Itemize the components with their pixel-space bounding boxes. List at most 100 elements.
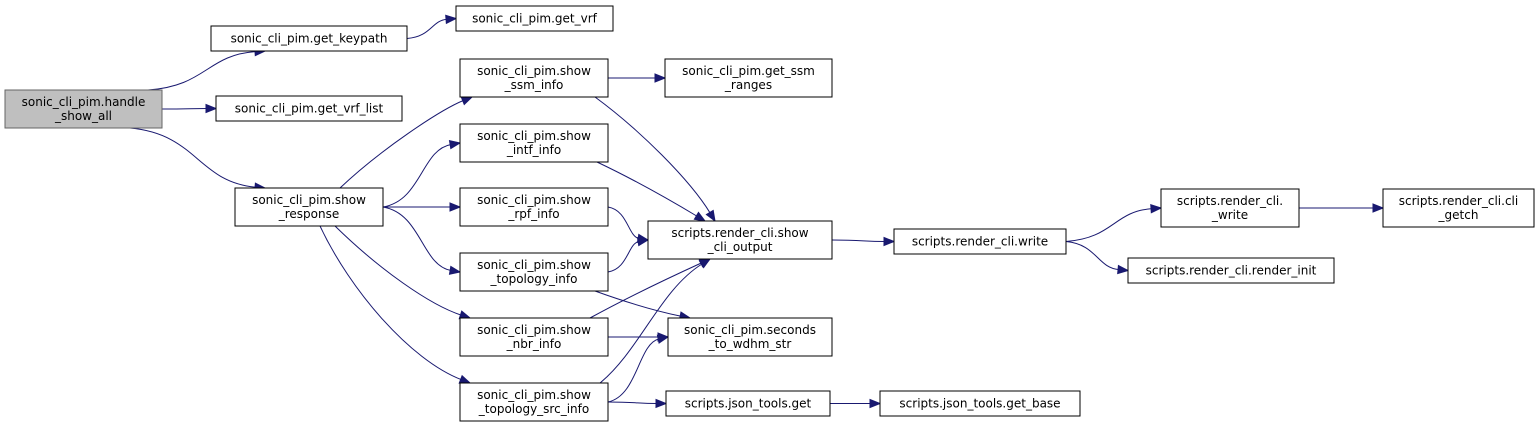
node-box xyxy=(459,187,609,227)
arrowhead-show_response-to-show_intf_info xyxy=(448,140,462,150)
node-label: sonic_cli_pim.get_vrf_list xyxy=(235,102,384,116)
node-render_init[interactable]: scripts.render_cli.render_init xyxy=(1127,257,1335,284)
node-label: _ssm_info xyxy=(504,78,564,92)
edge-show_response-to-show_topology_src_info xyxy=(319,225,462,381)
arrowhead-show_cli_output-to-render_write xyxy=(883,236,896,247)
arrowhead-show_ssm_info-to-show_cli_output xyxy=(705,209,716,223)
node-box xyxy=(459,382,609,422)
edge-show_response-to-show_nbr_info xyxy=(334,225,462,316)
node-label: scripts.render_cli.show xyxy=(671,226,808,240)
node-json_get_base[interactable]: scripts.json_tools.get_base xyxy=(879,390,1081,417)
node-box xyxy=(459,123,609,163)
node-label: _rpf_info xyxy=(507,207,559,221)
edge-show_topology_src_info-to-json_get xyxy=(607,401,658,404)
arrowhead-show_topology_src_info-to-show_cli_output xyxy=(698,258,712,269)
node-get_ssm_ranges[interactable]: sonic_cli_pim.get_ssm_ranges xyxy=(664,58,833,98)
node-box xyxy=(1160,188,1300,228)
node-show_topology_src_info[interactable]: sonic_cli_pim.show_topology_src_info xyxy=(459,382,609,422)
node-box xyxy=(459,58,609,98)
edge-show_intf_info-to-show_cli_output xyxy=(596,161,698,217)
node-box xyxy=(647,220,833,260)
node-label: sonic_cli_pim.seconds xyxy=(684,323,816,337)
edge-show_response-to-show_ssm_info xyxy=(339,99,464,189)
node-show_ssm_info[interactable]: sonic_cli_pim.show_ssm_info xyxy=(459,58,609,98)
arrowhead-json_get-to-json_get_base xyxy=(869,398,882,409)
edge-handle_show_all-to-get_keypath xyxy=(147,51,257,91)
node-show_nbr_info[interactable]: sonic_cli_pim.show_nbr_info xyxy=(459,317,609,357)
arrowhead-show_intf_info-to-show_cli_output xyxy=(693,211,707,222)
edges-layer xyxy=(129,14,1385,409)
node-label: sonic_cli_pim.show xyxy=(477,64,591,78)
node-label: _to_wdhm_str xyxy=(708,337,792,351)
node-box xyxy=(1127,257,1335,284)
edge-show_topology_src_info-to-show_cli_output xyxy=(599,263,703,384)
node-render__write[interactable]: scripts.render_cli._write xyxy=(1160,188,1300,228)
node-label: sonic_cli_pim.show xyxy=(477,388,591,402)
node-label: sonic_cli_pim.get_ssm xyxy=(682,64,815,78)
edge-show_topology_info-to-show_cli_output xyxy=(607,240,640,273)
node-label: scripts.json_tools.get_base xyxy=(899,397,1060,411)
edge-show_rpf_info-to-show_cli_output xyxy=(607,206,640,240)
node-get_vrf[interactable]: sonic_cli_pim.get_vrf xyxy=(455,5,614,32)
node-label: scripts.render_cli. xyxy=(1177,194,1283,208)
node-show_rpf_info[interactable]: sonic_cli_pim.show_rpf_info xyxy=(459,187,609,227)
node-get_vrf_list[interactable]: sonic_cli_pim.get_vrf_list xyxy=(215,95,403,122)
node-label: _response xyxy=(278,207,340,221)
edge-show_cli_output-to-render_write xyxy=(831,239,886,242)
arrowhead-handle_show_all-to-get_vrf_list xyxy=(205,103,218,114)
node-label: sonic_cli_pim.get_vrf xyxy=(472,12,598,26)
node-show_cli_output[interactable]: scripts.render_cli.show_cli_output xyxy=(647,220,833,260)
node-box xyxy=(210,25,408,52)
node-label: scripts.render_cli.cli xyxy=(1399,194,1518,208)
node-label: sonic_cli_pim.get_keypath xyxy=(231,32,388,46)
node-show_topology_info[interactable]: sonic_cli_pim.show_topology_info xyxy=(459,252,609,292)
node-cli_getch[interactable]: scripts.render_cli.cli_getch xyxy=(1382,188,1535,228)
edge-render_write-to-render_init xyxy=(1065,241,1120,271)
node-box xyxy=(664,58,833,98)
node-label: _ranges xyxy=(724,78,772,92)
arrowhead-show_topology_src_info-to-json_get xyxy=(655,398,668,409)
node-show_response[interactable]: sonic_cli_pim.show_response xyxy=(234,187,384,227)
node-label: _intf_info xyxy=(506,143,561,157)
node-label: _show_all xyxy=(54,109,112,123)
arrowhead-show_response-to-show_ssm_info xyxy=(460,96,474,106)
node-label: scripts.json_tools.get xyxy=(685,397,812,411)
node-box xyxy=(459,317,609,357)
edge-show_ssm_info-to-show_cli_output xyxy=(594,96,711,214)
nodes-layer: sonic_cli_pim.handle_show_all sonic_cli_p… xyxy=(4,5,1535,422)
node-label: _getch xyxy=(1438,208,1479,222)
node-render_write[interactable]: scripts.render_cli.write xyxy=(893,228,1067,255)
node-label: _topology_src_info xyxy=(478,402,589,416)
node-box xyxy=(893,228,1067,255)
node-get_keypath[interactable]: sonic_cli_pim.get_keypath xyxy=(210,25,408,52)
arrowhead-get_keypath-to-get_vrf xyxy=(445,14,458,25)
edge-render_write-to-render__write xyxy=(1065,208,1153,242)
edge-show_response-to-show_topology_info xyxy=(382,206,452,271)
arrowhead-render__write-to-cli_getch xyxy=(1372,203,1385,213)
edge-show_nbr_info-to-show_cli_output xyxy=(589,262,703,319)
edge-get_keypath-to-get_vrf xyxy=(406,18,448,39)
node-json_get[interactable]: scripts.json_tools.get xyxy=(665,390,831,417)
node-seconds_to_wdhm_str[interactable]: sonic_cli_pim.seconds_to_wdhm_str xyxy=(667,317,833,357)
node-box xyxy=(1382,188,1535,228)
node-box xyxy=(234,187,384,227)
node-handle_show_all[interactable]: sonic_cli_pim.handle_show_all xyxy=(4,89,163,129)
node-label: sonic_cli_pim.show xyxy=(477,193,591,207)
arrowhead-render_write-to-render_init xyxy=(1117,264,1130,275)
edge-handle_show_all-to-show_response xyxy=(129,127,257,188)
edge-show_topology_info-to-seconds_to_wdhm_str xyxy=(594,290,682,317)
arrowhead-show_response-to-show_topology_src_info xyxy=(458,374,472,384)
node-label: sonic_cli_pim.show xyxy=(477,129,591,143)
node-label: sonic_cli_pim.show xyxy=(477,323,591,337)
node-box xyxy=(4,89,163,129)
arrowhead-show_topology_src_info-to-seconds_to_wdhm_str xyxy=(656,334,670,344)
edge-show_response-to-show_intf_info xyxy=(382,143,452,208)
edge-show_topology_src_info-to-seconds_to_wdhm_str xyxy=(607,338,660,403)
node-label: _topology_info xyxy=(490,272,578,286)
node-box xyxy=(215,95,403,122)
node-box xyxy=(455,5,614,32)
node-label: sonic_cli_pim.show xyxy=(252,193,366,207)
node-label: _nbr_info xyxy=(506,337,562,351)
node-show_intf_info[interactable]: sonic_cli_pim.show_intf_info xyxy=(459,123,609,163)
